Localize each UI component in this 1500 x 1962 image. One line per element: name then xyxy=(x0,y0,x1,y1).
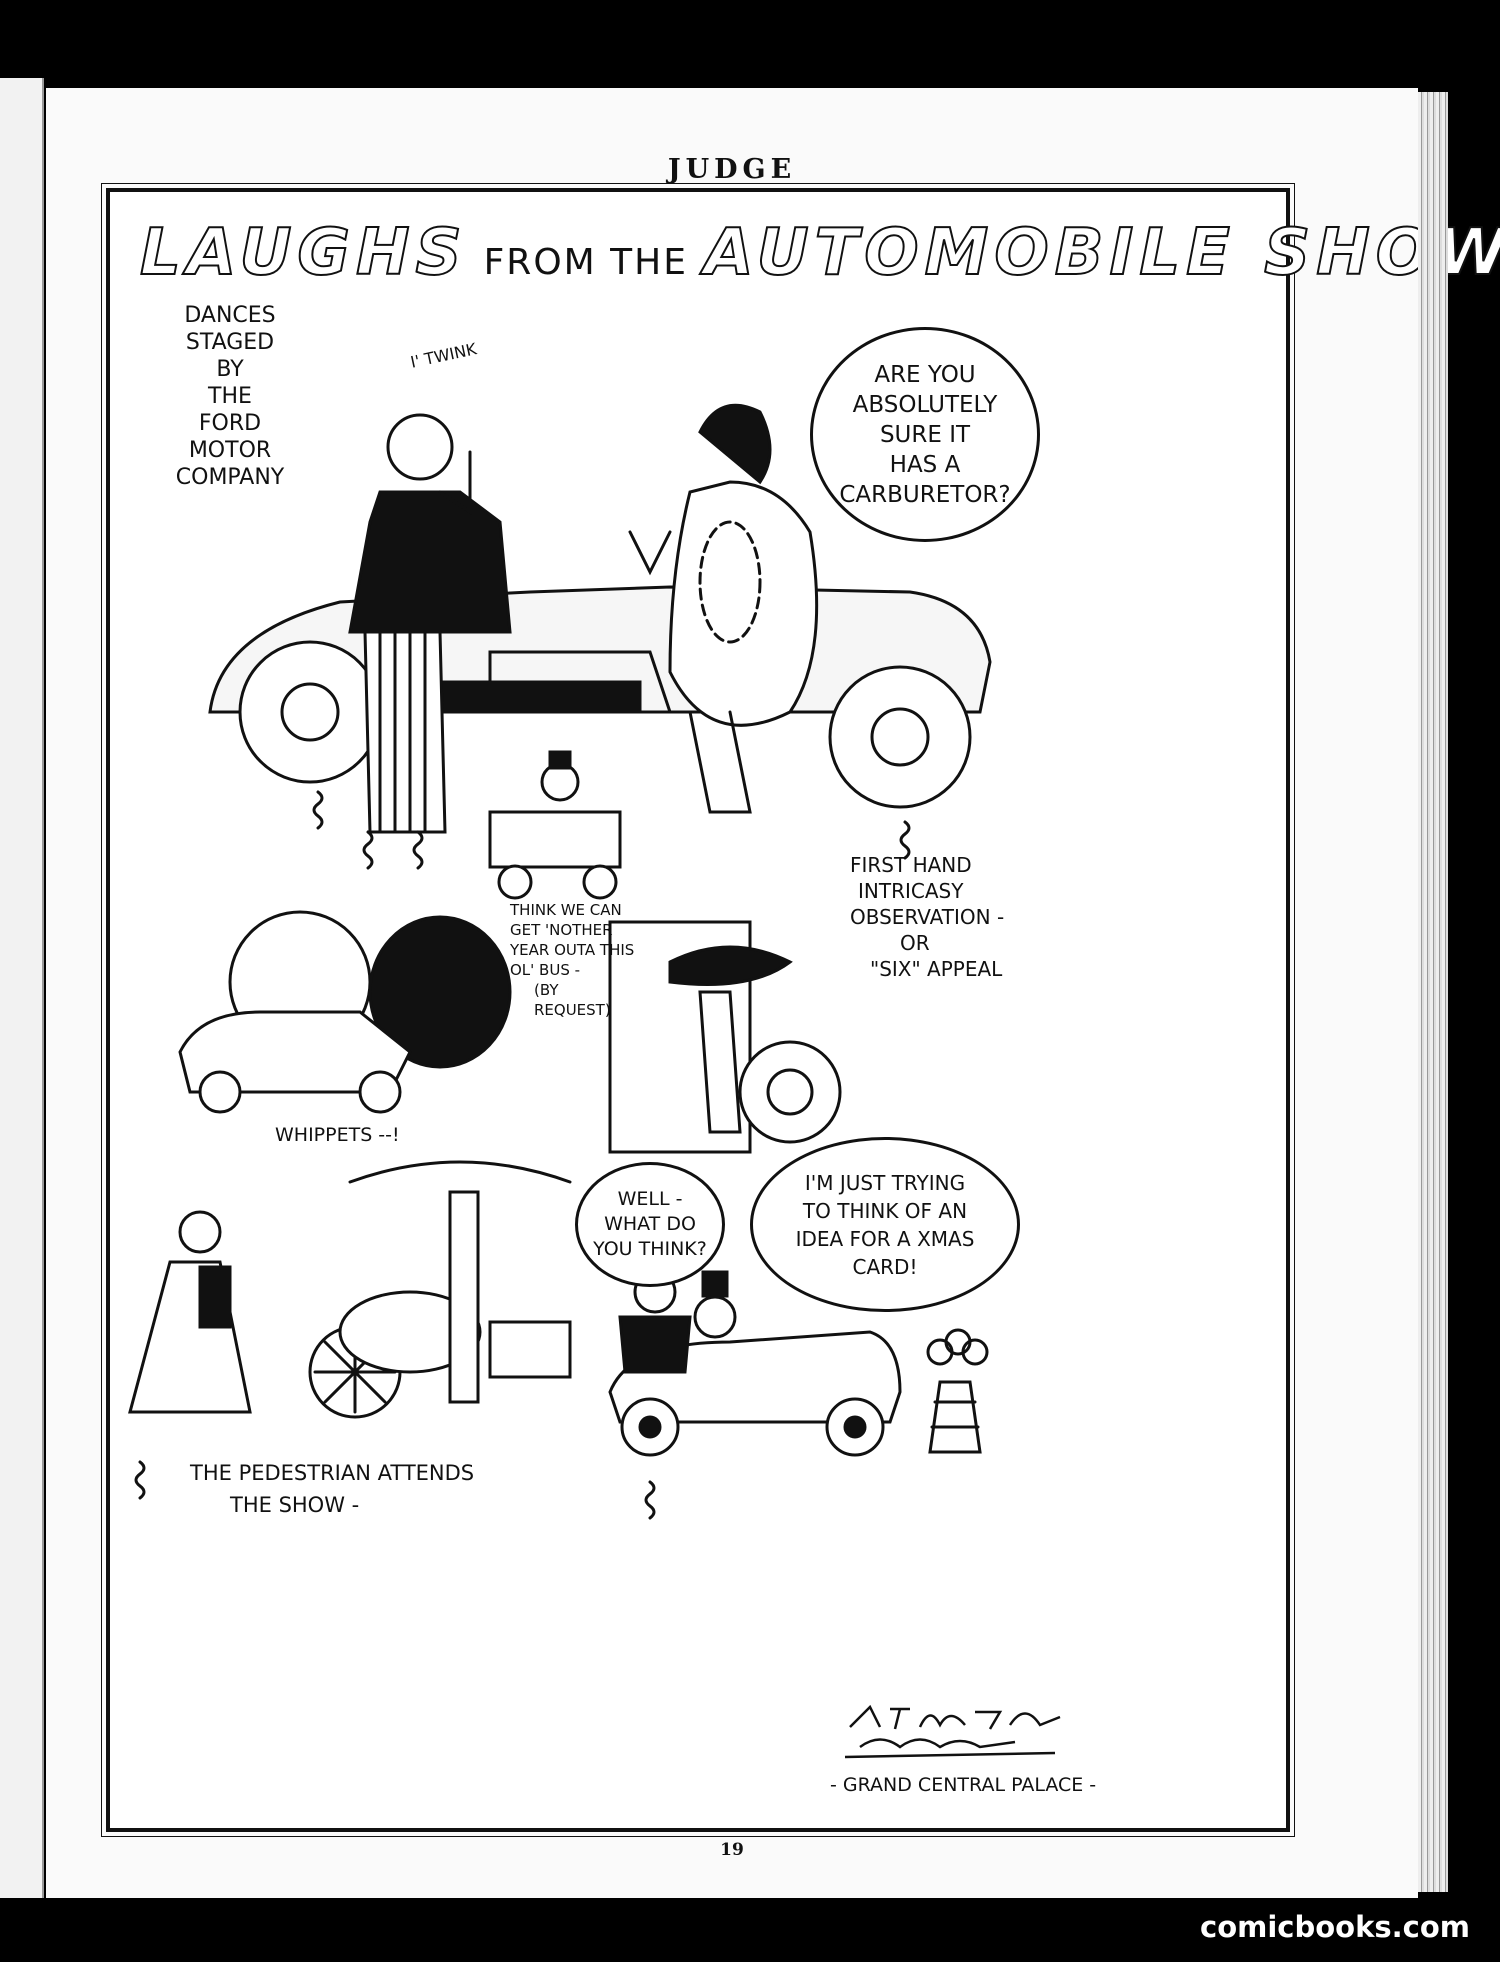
comic-title-from-the: FROM THE xyxy=(483,242,688,283)
caption-line: THE SHOW - xyxy=(230,1493,360,1517)
page-stack-edges xyxy=(1418,92,1448,1892)
comic-title: LAUGHS FROM THE AUTOMOBILE SHOW- xyxy=(139,215,1500,291)
tuxedo-man-illustration xyxy=(348,413,512,834)
pedestrian-illustration xyxy=(128,1160,572,1419)
caption-line: (BY xyxy=(534,981,559,999)
comic-title-laughs: LAUGHS xyxy=(139,215,468,291)
caption-pedestrian: THE PEDESTRIAN ATTENDS THE SHOW - xyxy=(190,1457,474,1521)
xmas-car-illustration xyxy=(608,1270,902,1457)
caption-line: THE xyxy=(208,384,252,409)
caption-grand-central: - GRAND CENTRAL PALACE - xyxy=(830,1774,1097,1796)
caption-line: DANCES xyxy=(184,303,276,328)
magazine-title: JUDGE xyxy=(667,154,797,185)
whippets-illustration xyxy=(178,910,512,1114)
speech-bubble-carburetor: ARE YOU ABSOLUTELY SURE IT HAS A CARBURE… xyxy=(810,327,1040,542)
vase-illustration xyxy=(926,1328,989,1454)
caption-line: OR xyxy=(900,931,930,955)
artist-signature xyxy=(844,1704,1061,1759)
caption-whippets: WHIPPETS --! xyxy=(275,1124,400,1146)
speech-bubble-xmas-card: I'M JUST TRYING TO THINK OF AN IDEA FOR … xyxy=(750,1137,1020,1312)
caption-line: FORD xyxy=(198,411,262,436)
caption-ford-dances: DANCES STAGED BY THE FORD MOTOR COMPANY xyxy=(170,302,290,491)
caption-line: FIRST HAND xyxy=(850,853,972,877)
speech-bubble-well: WELL - WHAT DO YOU THINK? xyxy=(575,1162,725,1287)
caption-line: STAGED BY xyxy=(185,330,275,382)
small-truck-illustration xyxy=(488,750,622,900)
page-number: 19 xyxy=(720,1840,744,1860)
comic-illustrations xyxy=(128,403,992,1520)
caption-line: OBSERVATION - xyxy=(850,905,1005,929)
left-page-edge xyxy=(0,78,44,1898)
caption-line: "SIX" APPEAL xyxy=(870,957,1003,981)
watermark: comicbooks.com xyxy=(1200,1910,1470,1944)
caption-old-bus: THINK WE CAN GET 'NOTHER YEAR OUTA THIS … xyxy=(510,900,634,1020)
caption-line: INTRICASY xyxy=(858,879,964,903)
six-appeal-illustration xyxy=(608,920,842,1154)
caption-line: COMPANY xyxy=(175,465,285,490)
comic-frame: LAUGHS FROM THE AUTOMOBILE SHOW- xyxy=(101,183,1500,1837)
caption-line: OL' BUS - xyxy=(510,961,581,979)
caption-line: REQUEST) xyxy=(534,1001,611,1019)
caption-line: YEAR OUTA THIS xyxy=(510,941,635,959)
caption-line: THINK WE CAN xyxy=(510,901,622,919)
top-car-illustration xyxy=(208,530,992,809)
comic-title-automobile-show: AUTOMOBILE SHOW- xyxy=(703,215,1500,291)
caption-line: THE PEDESTRIAN ATTENDS xyxy=(190,1461,475,1485)
caption-six-appeal: FIRST HAND INTRICASY OBSERVATION - OR "S… xyxy=(850,852,1004,982)
fur-coat-woman-illustration xyxy=(668,403,819,814)
caption-line: GET 'NOTHER xyxy=(510,921,613,939)
caption-line: MOTOR xyxy=(188,438,272,463)
magazine-page: JUDGE LAUGHS FROM THE AUTOMOBILE SHOW- xyxy=(46,88,1500,1898)
